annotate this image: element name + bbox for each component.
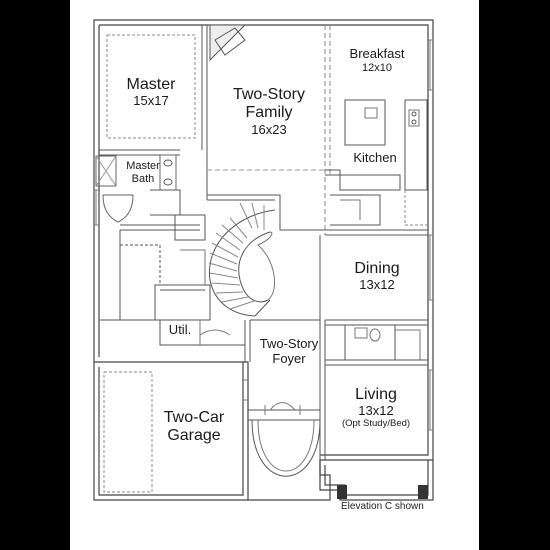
room-dining-dims: 13x12: [359, 277, 395, 293]
utility-walls: [159, 319, 320, 362]
room-living-dims: 13x12: [358, 403, 394, 419]
room-master-name: Master: [126, 76, 176, 93]
room-breakfast-name: Breakfast: [349, 46, 405, 61]
dining-walls: [319, 235, 428, 460]
room-garage-name: Two-Car Garage: [163, 409, 225, 445]
kitchen-walls: [325, 99, 428, 236]
garage-interior: [103, 371, 248, 493]
room-family-name: Two-Story Family: [232, 86, 305, 122]
room-foyer-name: Two-Story Foyer: [259, 336, 319, 366]
room-breakfast: Breakfast 12x10: [349, 46, 405, 75]
foyer-entry: [248, 402, 321, 477]
master-suite-walls: [95, 25, 211, 321]
room-family: Two-Story Family 16x23: [224, 86, 314, 138]
room-living-note: (Opt Study/Bed): [341, 418, 411, 430]
room-kitchen: Kitchen: [353, 150, 397, 166]
room-master-dims: 15x17: [133, 93, 169, 109]
room-dining-name: Dining: [354, 260, 400, 277]
room-breakfast-dims: 12x10: [362, 61, 392, 74]
room-living-name: Living: [355, 386, 397, 403]
room-master-bath-name: Master Bath: [126, 160, 160, 185]
windows: [94, 39, 433, 431]
elevation-caption: Elevation C shown: [341, 501, 424, 512]
staircase: [208, 202, 276, 317]
exterior-walls: [93, 19, 434, 501]
room-util: Util.: [168, 322, 192, 338]
room-family-dims: 16x23: [251, 121, 287, 137]
room-kitchen-name: Kitchen: [353, 150, 397, 165]
room-living: Living 13x12 (Opt Study/Bed): [342, 386, 410, 430]
room-util-name: Util.: [168, 322, 192, 337]
room-foyer: Two-Story Foyer: [255, 336, 323, 367]
room-garage: Two-Car Garage: [159, 409, 229, 446]
room-master: Master 15x17: [127, 76, 176, 109]
floor-plan: Master 15x17 Two-Story Family 16x23 Brea…: [70, 0, 479, 550]
family-room-walls: [207, 24, 331, 235]
room-dining: Dining 13x12: [354, 260, 399, 293]
room-master-bath: Master Bath: [121, 160, 165, 185]
